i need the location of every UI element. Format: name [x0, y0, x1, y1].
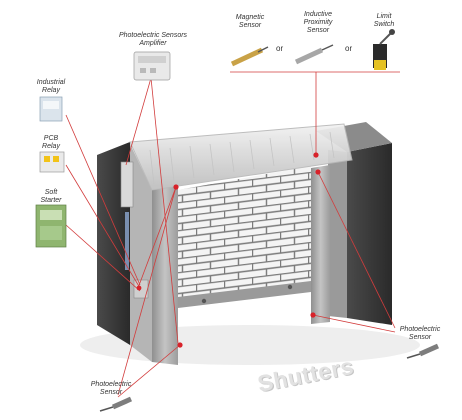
- brick-shutter: [178, 166, 311, 305]
- amplifier-device: [133, 51, 171, 81]
- roller-ribs: [149, 131, 335, 185]
- label-photoelectric-left: Photoelectric Sensor: [90, 381, 132, 396]
- label-inductive-sensor: Inductive Proximity Sensor: [303, 11, 333, 34]
- sensor-dots: [136, 152, 321, 348]
- soft-starter-device: [35, 204, 67, 248]
- photoelectric-sensor-left-device: [99, 396, 133, 412]
- right-wall-side: [328, 150, 347, 318]
- cable: [125, 212, 129, 270]
- label-soft-starter: Soft Starter: [40, 189, 62, 204]
- left-post-side: [130, 144, 152, 362]
- roller-housing: [129, 123, 353, 191]
- limit-switch-device: [373, 29, 395, 70]
- industrial-relay-device: [39, 96, 63, 122]
- right-wall: [347, 143, 392, 325]
- label-magnetic-sensor: Magnetic Sensor: [235, 14, 265, 29]
- label-industrial-relay: Industrial Relay: [36, 79, 66, 94]
- bar-bolt: [287, 284, 293, 290]
- control-box: [120, 161, 134, 208]
- pcb-relay-device: [39, 151, 65, 173]
- label-or-1: or: [276, 44, 284, 53]
- label-limit-switch: Limit Switch: [373, 13, 395, 28]
- label-or-2: or: [345, 44, 353, 53]
- inductive-sensor-device: [294, 44, 334, 65]
- left-post: [152, 186, 178, 365]
- leader-lines: [65, 71, 400, 398]
- bar-bolt: [201, 298, 207, 304]
- magnetic-sensor-device: [230, 46, 269, 67]
- shutter-bottom-bar: [178, 281, 311, 308]
- label-amplifier: Photoelectric Sensors Amplifier: [118, 32, 188, 47]
- label-photoelectric-right: Photoelectric Sensor: [399, 326, 441, 341]
- photoelectric-sensor-right-device: [406, 343, 440, 359]
- right-post: [311, 165, 330, 324]
- label-pcb-relay: PCB Relay: [42, 135, 60, 150]
